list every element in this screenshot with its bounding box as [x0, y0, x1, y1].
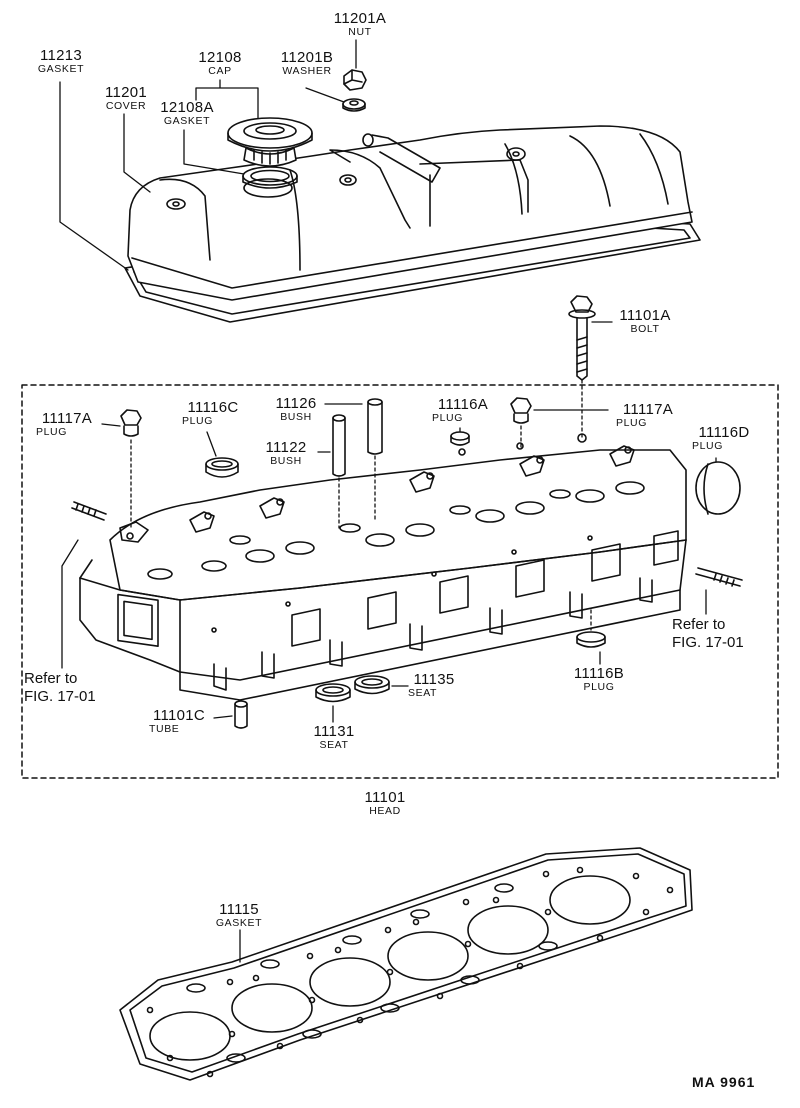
- part-label-plug-left: 11117A PLUG: [32, 411, 102, 438]
- tube-drawing: [235, 701, 247, 728]
- part-number: 11135: [413, 671, 455, 688]
- part-number: 12108A: [160, 99, 214, 116]
- seat-135-drawing: [355, 676, 389, 694]
- part-number: 11131: [313, 723, 355, 740]
- part-label-seat-135: 11135 SEAT: [404, 672, 464, 699]
- part-number: 11101: [364, 789, 406, 806]
- diagram-code: MA 9961: [692, 1074, 756, 1090]
- bush-lower-drawing: [333, 415, 345, 476]
- part-number: 11116A: [437, 396, 489, 413]
- nut-washer-drawing: [343, 70, 366, 111]
- bush-upper-drawing: [368, 399, 382, 454]
- part-name: GASKET: [215, 917, 263, 929]
- head-gasket-drawing: [120, 848, 692, 1080]
- leader-lines: [60, 40, 716, 962]
- part-number: 11201B: [280, 49, 334, 66]
- part-label-plug-right: 11117A PLUG: [612, 402, 684, 429]
- plug-a-drawing: [451, 432, 469, 445]
- seat-131-drawing: [316, 684, 350, 702]
- part-number: 11101C: [152, 707, 206, 724]
- part-number: 11213: [39, 47, 83, 64]
- part-label-plug-c: 11116C PLUG: [178, 400, 248, 427]
- plug-c-drawing: [206, 458, 238, 477]
- part-name: BOLT: [630, 323, 660, 335]
- part-name: WASHER: [282, 65, 332, 77]
- part-label-head-gasket: 11115 GASKET: [206, 902, 272, 929]
- part-number: 11116C: [187, 399, 239, 416]
- part-name: HEAD: [369, 805, 401, 817]
- part-number: 11116D: [698, 424, 750, 441]
- part-number: 12108: [198, 49, 242, 66]
- part-label-seat-131: 11131 SEAT: [304, 724, 364, 751]
- part-label-plug-b: 11116B PLUG: [564, 666, 634, 693]
- part-number: 11116B: [573, 665, 625, 682]
- part-label-washer: 11201B WASHER: [272, 50, 342, 77]
- part-label-cap: 12108 CAP: [190, 50, 250, 77]
- part-name: PLUG: [182, 415, 213, 427]
- cap-gasket-drawing: [243, 167, 297, 188]
- part-name: NUT: [348, 26, 372, 38]
- part-number: 11122: [265, 439, 307, 456]
- reference-line-2: FIG. 17-01: [672, 634, 744, 651]
- plug-left-drawing: [121, 410, 141, 436]
- part-label-plug-a: 11116A PLUG: [428, 397, 498, 424]
- part-name: PLUG: [36, 426, 67, 438]
- part-label-bolt: 11101A BOLT: [610, 308, 680, 335]
- part-number: 11101A: [619, 307, 671, 324]
- reference-left: Refer to FIG. 17-01: [24, 670, 96, 706]
- part-label-tube: 11101C TUBE: [146, 708, 212, 735]
- part-name: BUSH: [270, 455, 302, 467]
- part-name: PLUG: [583, 681, 615, 693]
- part-name: GASKET: [163, 115, 211, 127]
- part-number: 11117A: [41, 410, 93, 427]
- part-label-bush-upper: 11126 BUSH: [266, 396, 326, 423]
- part-name: GASKET: [37, 63, 85, 75]
- part-name: SEAT: [319, 739, 349, 751]
- part-number: 11117A: [622, 401, 674, 418]
- head-bolt-drawing: [569, 296, 595, 380]
- cylinder-head-drawing: [80, 434, 686, 700]
- part-name: CAP: [208, 65, 232, 77]
- plug-right-drawing: [511, 398, 531, 423]
- part-label-cover: 11201 COVER: [96, 85, 156, 112]
- right-stud-drawing: [696, 568, 742, 586]
- part-label-cap-gasket: 12108A GASKET: [154, 100, 220, 127]
- part-name: TUBE: [149, 723, 180, 735]
- plug-d-drawing: [696, 462, 740, 514]
- part-label-head: 11101 HEAD: [355, 790, 415, 817]
- part-name: PLUG: [692, 440, 723, 452]
- part-number: 11115: [219, 901, 259, 918]
- part-name: COVER: [105, 100, 147, 112]
- filler-cap-drawing: [228, 118, 312, 166]
- reference-line-1: Refer to: [672, 616, 726, 633]
- part-name: PLUG: [432, 412, 463, 424]
- part-name: SEAT: [408, 687, 438, 699]
- part-number: 11126: [275, 395, 317, 412]
- reference-line-1: Refer to: [24, 670, 78, 687]
- part-label-plug-d: 11116D PLUG: [688, 425, 760, 452]
- reference-line-2: FIG. 17-01: [24, 688, 96, 705]
- valve-cover-drawing: [128, 126, 692, 300]
- part-number: 11201: [104, 84, 148, 101]
- plug-b-drawing: [577, 632, 605, 647]
- part-label-nut: 11201A NUT: [330, 11, 390, 38]
- part-label-cover-gasket: 11213 GASKET: [30, 48, 92, 75]
- part-number: 11201A: [333, 10, 387, 27]
- part-name: BUSH: [280, 411, 312, 423]
- part-label-bush-lower: 11122 BUSH: [256, 440, 316, 467]
- part-name: PLUG: [616, 417, 647, 429]
- reference-right: Refer to FIG. 17-01: [672, 616, 744, 652]
- left-stud-drawing: [72, 502, 106, 520]
- head-assembly-boundary: [22, 385, 778, 778]
